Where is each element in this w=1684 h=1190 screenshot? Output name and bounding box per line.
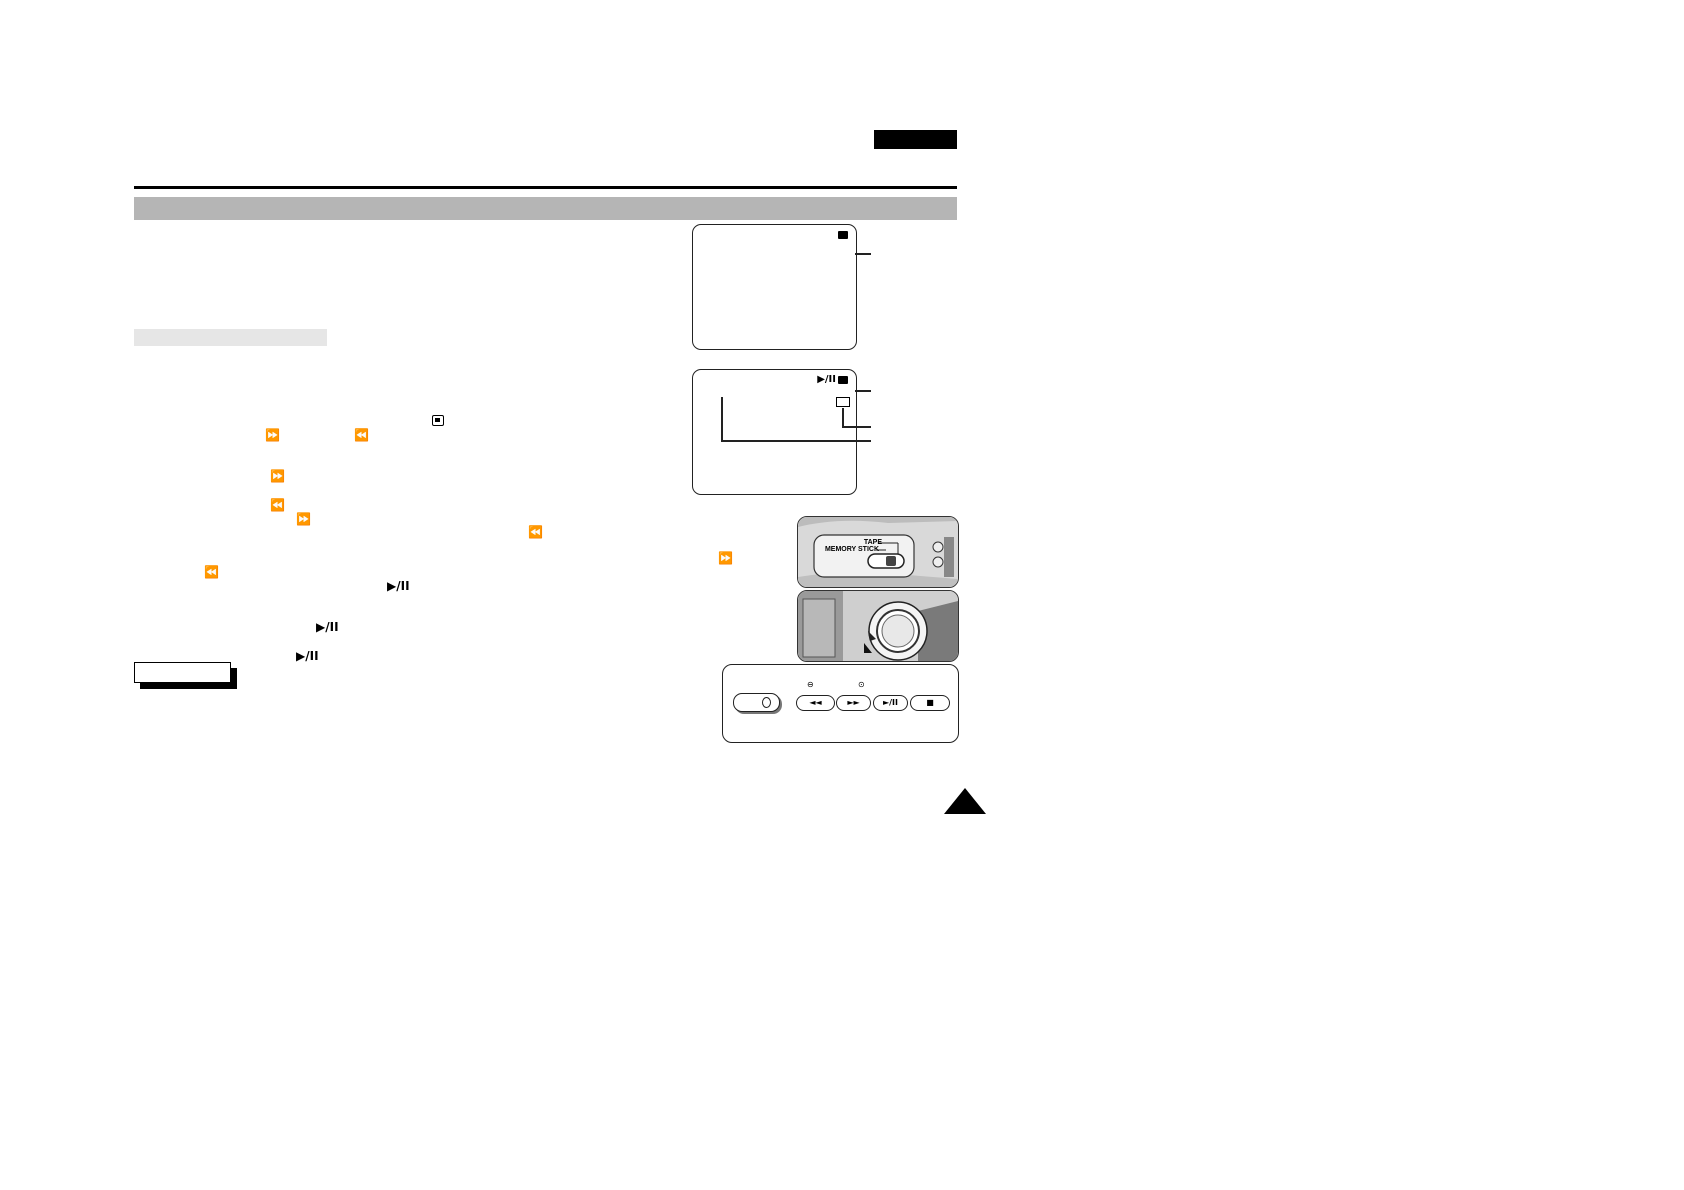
fast-forward-icon: ⏩ [718, 551, 733, 565]
remote-play-pause-button[interactable]: ►/II [873, 695, 908, 711]
dial-icon [762, 697, 771, 708]
dial-photo [797, 590, 959, 662]
rewind-icon: ⏪ [528, 525, 543, 539]
mode-switch-photo: TAPE MEMORY STICK [797, 516, 959, 588]
subsection-label [134, 329, 327, 346]
section-title-bar [134, 197, 957, 220]
fast-forward-icon: ⏩ [265, 428, 280, 442]
memory-icon [432, 415, 444, 426]
leader-line-1 [855, 253, 871, 255]
lcd-screen-2: ▶/II [692, 369, 857, 495]
play-pause-icon: ▶/II [387, 579, 410, 593]
tape-icon [838, 376, 848, 384]
dial-illustration [798, 591, 958, 661]
marker-minus: ⊖ [807, 680, 814, 689]
leader-line-2a [855, 390, 871, 392]
rewind-icon: ⏪ [354, 428, 369, 442]
fast-forward-icon: ⏩ [296, 512, 311, 526]
mode-switch-illustration [798, 517, 958, 587]
leader-line-2c-horiz [721, 440, 871, 442]
remote-fast-forward-button[interactable]: ►► [836, 695, 871, 711]
play-pause-icon: ▶/II [316, 620, 339, 634]
rewind-icon: ⏪ [204, 565, 219, 579]
leader-line-2c-vert [721, 397, 723, 441]
leader-line-2b-horiz [842, 426, 871, 428]
remote-oval-button[interactable] [733, 693, 780, 712]
lcd-screen-1 [692, 224, 857, 350]
remote-rewind-button[interactable]: ◄◄ [796, 695, 835, 711]
marker-plus: ⊙ [858, 680, 865, 689]
tape-label: TAPE [863, 539, 882, 546]
page-marker-triangle [944, 788, 986, 814]
fast-forward-icon: ⏩ [270, 469, 285, 483]
remote-panel: ⊖ ⊙ ◄◄ ►► ►/II ■ [722, 664, 959, 743]
play-pause-icon: ▶/II [296, 649, 319, 663]
memory-stick-label: MEMORY STICK [824, 546, 879, 553]
leader-line-2b-vert [842, 408, 844, 426]
language-tab [874, 130, 957, 149]
rewind-icon: ⏪ [270, 498, 285, 512]
indicator-box [836, 397, 850, 407]
remote-stop-button[interactable]: ■ [910, 695, 950, 711]
note-label [134, 662, 231, 683]
top-rule [134, 186, 957, 189]
tape-icon [838, 231, 848, 239]
playback-status-text: ▶/II [817, 374, 836, 385]
